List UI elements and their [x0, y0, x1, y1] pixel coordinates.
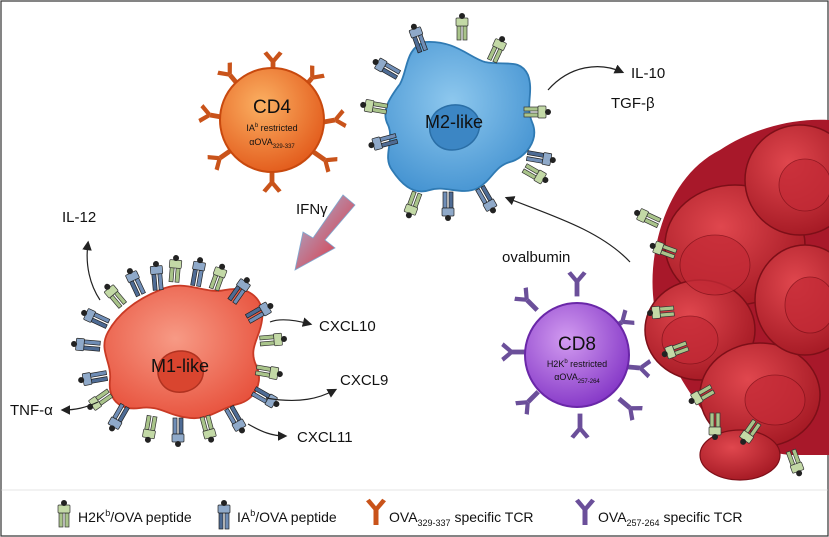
legend-iab-label: IAb/OVA peptide: [237, 508, 337, 525]
cd8-restriction: H2Kb restricted: [547, 359, 607, 369]
m2-macrophage: M2-like: [358, 12, 558, 222]
label-tgfb: TGF-β: [611, 95, 655, 112]
cd8-label: CD8: [558, 334, 596, 355]
arrow-to-cxcl11: [247, 423, 288, 441]
label-il12: IL-12: [62, 209, 96, 226]
ifng-polarization-arrow: [294, 194, 356, 271]
label-il10: IL-10: [631, 65, 665, 82]
m1-label: M1-like: [151, 356, 209, 376]
label-ifng: IFNγ: [296, 201, 328, 218]
arrows: [60, 64, 631, 441]
cd4-label: CD4: [253, 97, 291, 118]
cd4-restriction: IAb restricted: [246, 123, 297, 133]
label-ovalbumin: ovalbumin: [502, 249, 570, 266]
m1-macrophage: M1-like: [70, 254, 288, 448]
legend-tcr329-label: OVA329-337 specific TCR: [389, 509, 534, 528]
arrow-to-tnfa: [60, 401, 99, 415]
arrow-to-il12: [82, 240, 101, 301]
label-cxcl10: CXCL10: [319, 318, 376, 335]
label-cxcl11: CXCL11: [297, 429, 353, 446]
legend: H2Kb/OVA peptide IAb/OVA peptide OVA329-…: [1, 489, 828, 530]
arrow-to-cxcl10: [269, 317, 313, 327]
arrow-ovalbumin: [504, 196, 631, 263]
label-cxcl9: CXCL9: [340, 372, 388, 389]
legend-h2kb-label: H2Kb/OVA peptide: [78, 508, 192, 525]
cd8-specificity: αOVA257-264: [554, 372, 600, 385]
cd4-specificity: αOVA329-337: [249, 137, 295, 150]
cd8-t-cell: CD8 H2Kb restricted αOVA257-264: [501, 271, 652, 439]
legend-tcr257-label: OVA257-264 specific TCR: [598, 509, 743, 528]
label-tnfa: TNF-α: [10, 402, 53, 419]
m2-label: M2-like: [425, 112, 483, 132]
arrow-to-il10: [547, 64, 625, 91]
arrow-to-cxcl9: [265, 388, 338, 401]
cd4-t-cell: CD4 IAb restricted αOVA329-337: [197, 51, 348, 193]
